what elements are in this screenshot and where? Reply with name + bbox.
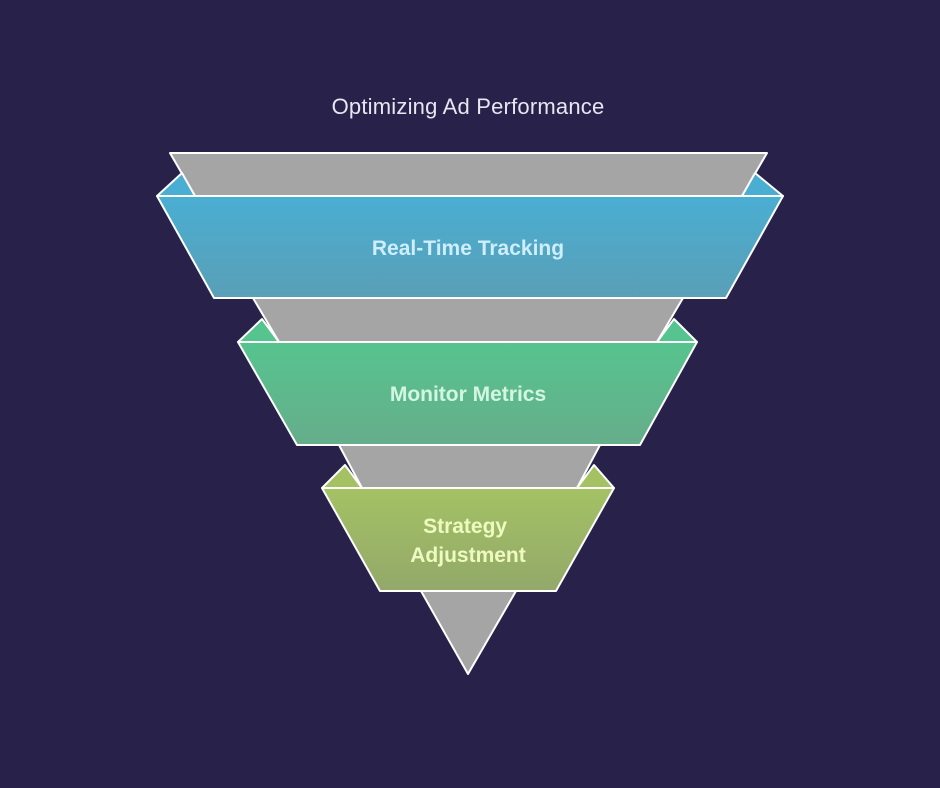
stage-2-band	[237, 341, 698, 446]
stage-3-label-line-2: Adjustment	[410, 544, 526, 567]
stage-2-label: Monitor Metrics	[390, 383, 546, 406]
stage-monitor-metrics: Monitor Metrics	[237, 318, 698, 446]
stage-3-label: Strategy Adjustment	[410, 515, 526, 567]
funnel-segment-top	[169, 152, 768, 197]
stage-3-label-line-1: Strategy	[423, 515, 507, 538]
stage-strategy-adjustment: Strategy Adjustment	[321, 464, 615, 592]
stage-1-label: Real-Time Tracking	[372, 237, 564, 260]
diagram-title: Optimizing Ad Performance	[331, 94, 605, 119]
stage-1-band	[156, 195, 784, 299]
funnel-segment-upper-middle	[252, 297, 684, 343]
stage-3-band	[321, 487, 615, 592]
funnel-segment-lower-middle	[338, 444, 601, 489]
funnel-tip	[420, 590, 517, 675]
stage-real-time-tracking: Real-Time Tracking	[156, 172, 784, 299]
